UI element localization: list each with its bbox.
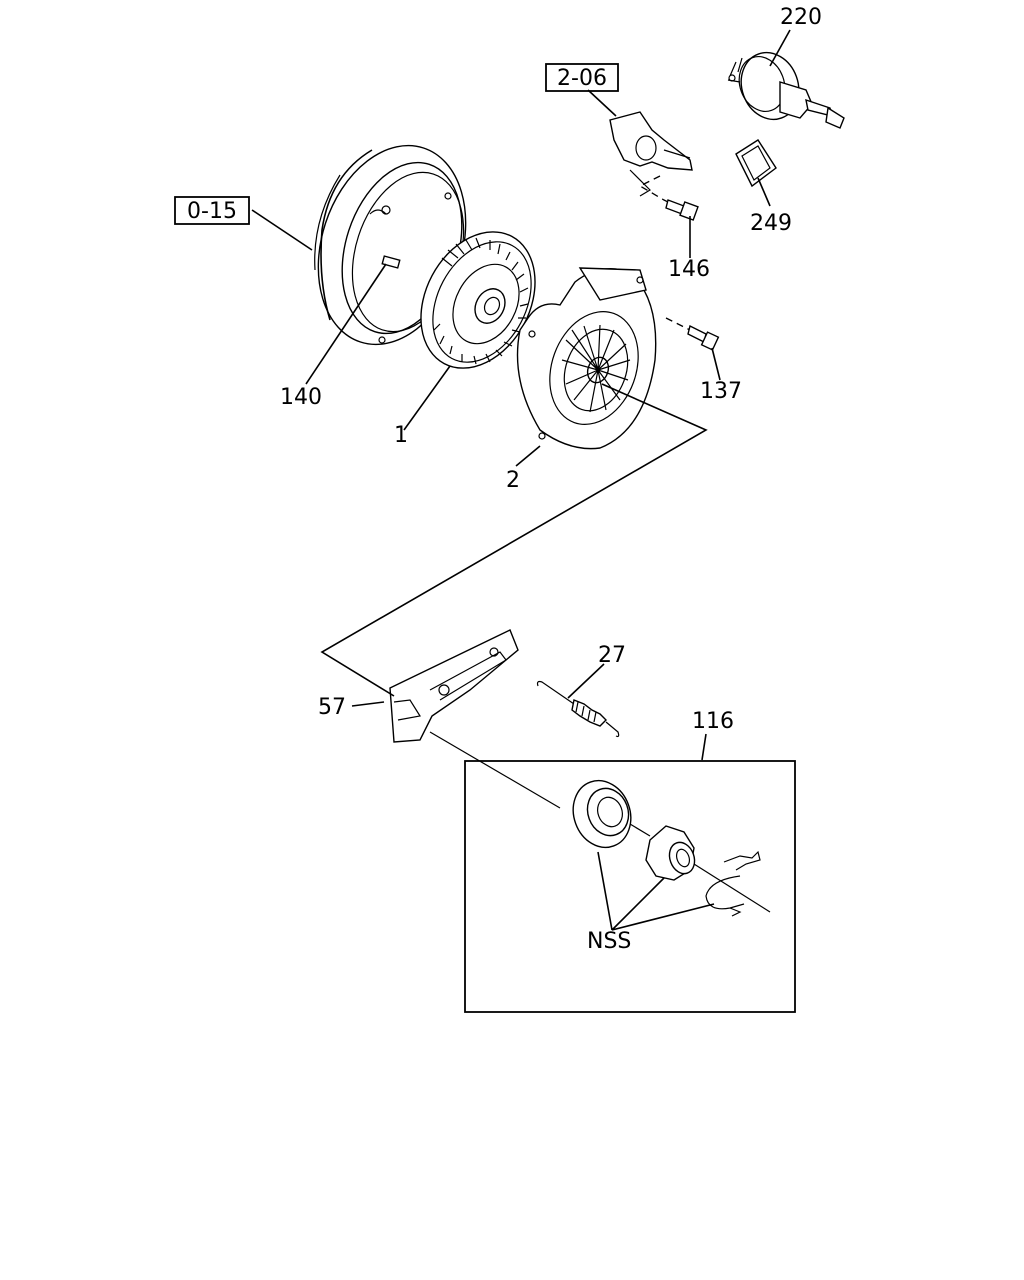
- label-146: 146: [668, 257, 710, 282]
- leader-27: [567, 663, 605, 699]
- gasket-249: [735, 139, 777, 188]
- label-nss: NSS: [587, 929, 631, 954]
- leader-249: [757, 177, 771, 207]
- label-1: 1: [394, 423, 408, 448]
- label-137: 137: [700, 379, 742, 404]
- label-140: 140: [280, 385, 322, 410]
- group-box-116: [464, 760, 796, 1013]
- retaining-clip: [705, 850, 761, 917]
- leader-137: [711, 347, 721, 381]
- ref-box-0-15: [174, 196, 250, 225]
- label-57: 57: [318, 695, 346, 720]
- leader-140: [305, 263, 387, 385]
- hydraulic-unit: [609, 111, 693, 197]
- label-249: 249: [750, 211, 792, 236]
- ref-box-2-06: [545, 63, 619, 92]
- ref-2-06[interactable]: 2-06: [557, 66, 607, 91]
- leader-116: [701, 733, 707, 761]
- leader-nss: [597, 851, 715, 931]
- booster-220: [727, 51, 845, 129]
- leader-220: [769, 29, 791, 67]
- pressure-plate: [516, 267, 657, 450]
- release-fork: [389, 629, 519, 743]
- pin-140: [381, 255, 401, 269]
- leader-57: [351, 701, 385, 707]
- leader-2-06: [587, 89, 617, 117]
- leader-1: [403, 365, 451, 431]
- return-spring: [536, 680, 620, 738]
- label-220: 220: [780, 5, 822, 30]
- leader-2: [515, 445, 541, 467]
- label-2: 2: [506, 468, 520, 493]
- ref-0-15[interactable]: 0-15: [187, 199, 237, 224]
- label-27: 27: [598, 643, 626, 668]
- label-116: 116: [692, 709, 734, 734]
- release-bearing: [572, 779, 632, 849]
- bearing-sleeve: [645, 825, 696, 881]
- clutch-disc: [420, 231, 536, 369]
- leader-0-15: [251, 209, 313, 251]
- bolt-146: [665, 199, 699, 221]
- bolt-137: [665, 317, 720, 351]
